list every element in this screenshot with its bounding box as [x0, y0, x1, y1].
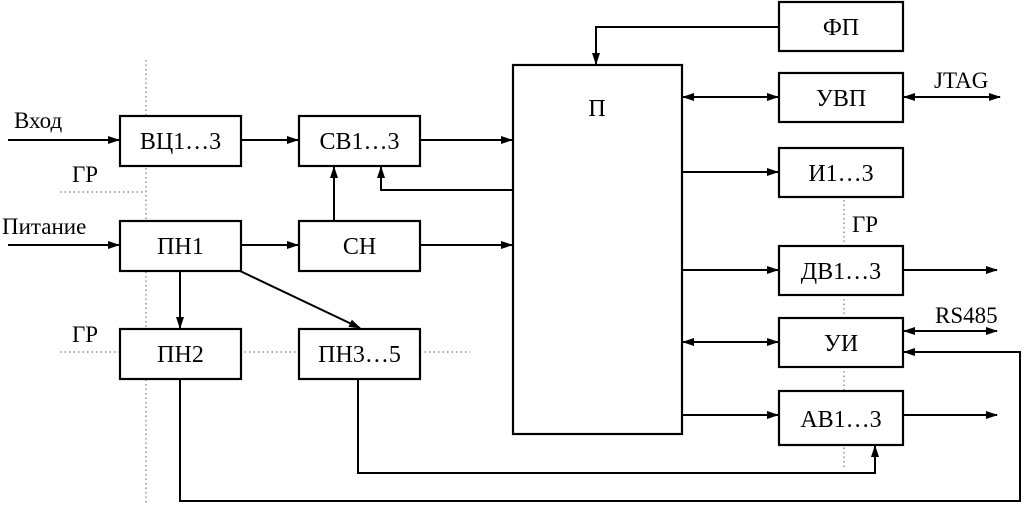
block-i13: И1…3 — [777, 146, 905, 199]
block-fp: ФП — [777, 0, 905, 53]
block-pn2-label: ПН2 — [157, 342, 204, 368]
signal-jtag-label: JTAG — [934, 68, 988, 93]
wire-pn1-to-pn35 — [237, 269, 361, 329]
boundary-label-gr-right: ГР — [852, 212, 878, 237]
block-pn2: ПН2 — [118, 327, 243, 381]
blocks: ВЦ1…3 СВ1…3 ПН1 СН ПН2 ПН3…5 П ФП — [118, 0, 905, 447]
block-dv-label: ДВ1…3 — [801, 259, 881, 285]
block-sn: СН — [297, 219, 422, 273]
signal-labels: Вход Питание JTAG RS485 — [2, 68, 998, 328]
block-pn1: ПН1 — [118, 219, 243, 273]
wire-p-to-sv-feedback — [377, 166, 512, 191]
boundary-label-gr-left-top: ГР — [72, 162, 98, 187]
block-pn35: ПН3…5 — [297, 327, 422, 381]
boundary-label-gr-left-bottom: ГР — [72, 322, 98, 347]
wire-pn2-to-ui — [179, 348, 1021, 502]
block-vc-label: ВЦ1…3 — [140, 129, 221, 155]
signal-power-label: Питание — [2, 214, 86, 239]
wire-pn35-to-av — [357, 378, 879, 474]
block-pn1-label: ПН1 — [157, 234, 204, 260]
block-vc: ВЦ1…3 — [118, 114, 243, 168]
block-ui-label: УИ — [824, 331, 858, 357]
block-pn35-label: ПН3…5 — [318, 342, 401, 368]
block-uvp-label: УВП — [816, 86, 866, 112]
block-sv: СВ1…3 — [297, 114, 422, 168]
block-av-label: АВ1…3 — [800, 407, 881, 433]
connections — [8, 26, 1021, 502]
wire-fp-to-p — [592, 26, 778, 65]
block-dv: ДВ1…3 — [777, 244, 905, 297]
block-i13-label: И1…3 — [808, 161, 873, 187]
block-p: П — [511, 63, 684, 436]
block-sv-label: СВ1…3 — [319, 129, 399, 155]
block-fp-label: ФП — [823, 15, 859, 41]
block-uvp: УВП — [777, 71, 905, 124]
block-sn-label: СН — [343, 234, 376, 260]
block-p-label: П — [588, 96, 605, 122]
block-ui: УИ — [777, 316, 905, 369]
boundary-labels: ГР ГР ГР — [72, 162, 878, 347]
block-av: АВ1…3 — [777, 389, 905, 447]
signal-input-label: Вход — [14, 108, 62, 133]
signal-rs485-label: RS485 — [935, 303, 998, 328]
